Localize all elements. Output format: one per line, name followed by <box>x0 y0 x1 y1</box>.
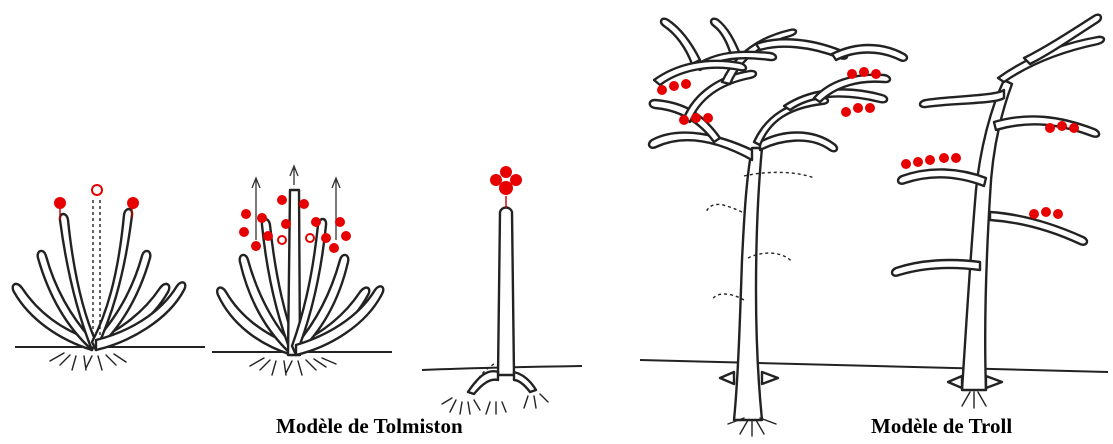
fruit-icon <box>299 199 309 209</box>
fruit-icon <box>1029 209 1039 219</box>
fruit-icon <box>281 219 291 229</box>
fruit-icon <box>335 217 345 227</box>
fruit-icon <box>1057 121 1067 131</box>
fruit-icon <box>263 231 273 241</box>
fruit-icon <box>691 113 701 123</box>
fruit-icon <box>277 195 287 205</box>
fruit-icon <box>239 227 249 237</box>
fruit-icon <box>679 115 689 125</box>
tolmiston-stage-2 <box>212 166 392 375</box>
fruit-icon <box>1069 123 1079 133</box>
fruit-icon <box>241 209 251 219</box>
fruit-icon <box>329 243 339 253</box>
fruit-scar-icon <box>278 236 286 244</box>
fruit-scar-icon <box>306 234 314 242</box>
fruit-scar-icon <box>92 185 102 195</box>
fruit-icon <box>681 79 691 89</box>
fruit-icon <box>703 113 713 123</box>
caption-tolmiston-model: Modèle de Tolmiston <box>276 414 463 439</box>
fruit-icon <box>321 233 331 243</box>
fruit-icon <box>841 107 851 117</box>
fruit-icon <box>311 217 321 227</box>
fruit-icon <box>251 241 261 251</box>
fruit-icon <box>657 85 667 95</box>
fruit-icon <box>847 69 857 79</box>
fruit-icon <box>939 153 949 163</box>
fruit-icon <box>913 157 923 167</box>
fruit-icon <box>510 174 522 186</box>
fruit-icon <box>54 197 66 209</box>
fruit-icon <box>1053 209 1063 219</box>
fruit-icon <box>341 231 351 241</box>
fruit-icon <box>871 69 881 79</box>
fruit-icon <box>1041 207 1051 217</box>
fruit-icon <box>1045 123 1055 133</box>
fruit-icon <box>127 197 139 209</box>
troll-small-tree <box>892 15 1104 408</box>
fruit-icon <box>257 213 267 223</box>
tolmiston-stage-1 <box>13 185 205 370</box>
fruit-icon <box>859 67 869 77</box>
fruit-icon <box>853 103 863 113</box>
tolmiston-stage-3 <box>422 166 582 414</box>
fruit-icon <box>500 166 512 178</box>
fruit-icon <box>490 174 502 186</box>
fruit-icon <box>669 81 679 91</box>
caption-troll-model: Modèle de Troll <box>871 414 1012 439</box>
fruit-icon <box>901 159 911 169</box>
fruit-icon <box>925 155 935 165</box>
fruit-icon <box>951 153 961 163</box>
fruit-icon <box>865 103 875 113</box>
